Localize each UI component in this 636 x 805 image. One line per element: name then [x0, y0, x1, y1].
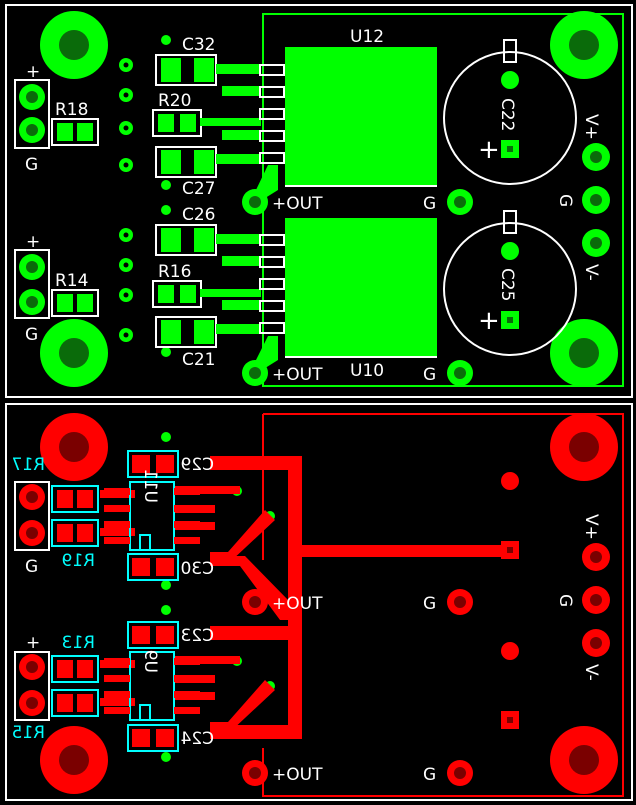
- c22-polarity: +: [478, 135, 500, 165]
- top-board: + G + G R18 R14: [5, 4, 633, 398]
- chip-u11: U11: [104, 469, 200, 551]
- top-conn1-plus-label: +: [26, 62, 40, 82]
- label-u11: U11: [140, 469, 160, 503]
- label-c27: C27: [182, 179, 216, 199]
- bottom-board-outline: [5, 403, 633, 801]
- bottom-conn2-plus-label: +: [26, 633, 40, 653]
- top-gnd-label-lower: G: [423, 365, 436, 385]
- chip-u10: [285, 218, 437, 356]
- label-c26: C26: [182, 205, 216, 225]
- top-conn1-gnd-label: G: [25, 155, 38, 175]
- chip-u12: [285, 47, 437, 185]
- elec-cap-c22: + C22: [443, 39, 577, 185]
- top-connector-upper: + G: [14, 62, 50, 175]
- chip-u9: U9: [104, 650, 200, 721]
- label-r15: R15: [12, 723, 45, 743]
- bottom-gnd-label-upper: G: [423, 594, 436, 614]
- top-gnd-power-label: G: [555, 194, 575, 207]
- label-u10: U10: [350, 361, 384, 381]
- label-c30: C30: [180, 559, 214, 579]
- bottom-traces: [100, 456, 510, 739]
- top-mounting-holes: [40, 11, 618, 387]
- label-c29: C29: [180, 455, 214, 475]
- c25-polarity: +: [478, 306, 500, 336]
- label-c22: C22: [497, 98, 517, 132]
- bottom-out-label-upper: +OUT: [272, 594, 323, 614]
- bottom-power-pads: V+ G V-: [555, 514, 610, 681]
- bottom-out-label-lower: +OUT: [272, 765, 323, 785]
- label-c32: C32: [182, 35, 216, 55]
- bottom-vplus-label: V+: [581, 514, 601, 540]
- label-c24: C24: [180, 729, 214, 749]
- elec-cap-c25: + C25: [443, 210, 577, 356]
- label-r16: R16: [158, 262, 191, 282]
- label-r17: R17: [12, 455, 45, 475]
- bottom-gnd-label-lower: G: [423, 765, 436, 785]
- label-r19: R19: [62, 551, 95, 571]
- label-c23: C23: [180, 626, 214, 646]
- label-r13: R13: [62, 633, 95, 653]
- top-resistor-r18: R18: [51, 100, 99, 146]
- label-c21: C21: [182, 350, 216, 370]
- bottom-connector-upper: G: [14, 481, 50, 577]
- label-u9: U9: [140, 650, 160, 673]
- label-u12: U12: [350, 27, 384, 47]
- top-traces: [200, 64, 278, 370]
- top-vminus-label: V-: [581, 264, 601, 281]
- label-r18: R18: [55, 100, 88, 120]
- top-conn2-plus-label: +: [26, 232, 40, 252]
- label-r20: R20: [158, 91, 191, 111]
- bottom-vminus-label: V-: [581, 664, 601, 681]
- top-out-label-upper: +OUT: [272, 194, 323, 214]
- top-vplus-label: V+: [581, 114, 601, 140]
- top-power-pads: V+ G V-: [555, 114, 610, 281]
- bottom-conn1-gnd-label: G: [25, 557, 38, 577]
- top-conn2-gnd-label: G: [25, 325, 38, 345]
- top-gnd-label-upper: G: [423, 194, 436, 214]
- top-connector-lower: + G: [14, 232, 50, 345]
- top-vias: [119, 35, 171, 357]
- label-r14: R14: [55, 271, 88, 291]
- bottom-connector-lower: +: [14, 633, 50, 721]
- top-resistor-r14: R14: [51, 271, 99, 317]
- bottom-gnd-power-label: G: [555, 594, 575, 607]
- top-board-outline: [5, 4, 633, 398]
- label-c25: C25: [497, 268, 517, 302]
- bottom-board: G + R17 R19 R13 R15: [5, 403, 633, 801]
- top-out-label-lower: +OUT: [272, 365, 323, 385]
